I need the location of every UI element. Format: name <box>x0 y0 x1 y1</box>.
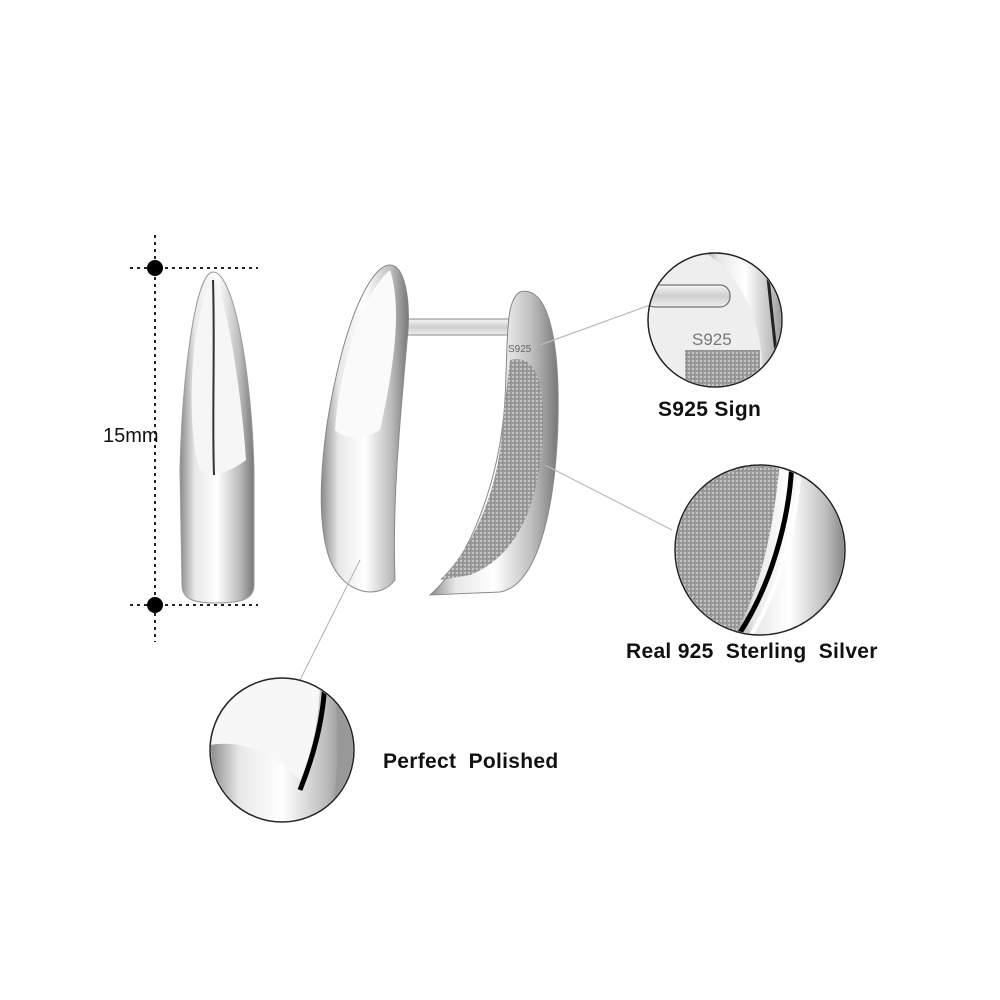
dimension-dot-bottom <box>147 597 163 613</box>
detail-circle-s925: S925 <box>649 254 781 386</box>
callout-s925-sign: S925 Sign <box>658 398 762 421</box>
callout-sterling-silver: Real 925 Sterling Silver <box>626 640 878 663</box>
engraving-small: S925 <box>508 344 532 355</box>
detail-circle-sterling <box>676 466 844 634</box>
callout-perfect-polished: Perfect Polished <box>383 750 559 773</box>
height-dimension-label: 15mm <box>103 425 159 447</box>
dimension-dot-top <box>147 260 163 276</box>
detail-circle-polished <box>211 679 353 821</box>
svg-text:S925: S925 <box>692 330 732 349</box>
earring-front-view: S925 <box>320 264 559 596</box>
earring-side-view <box>179 271 255 604</box>
